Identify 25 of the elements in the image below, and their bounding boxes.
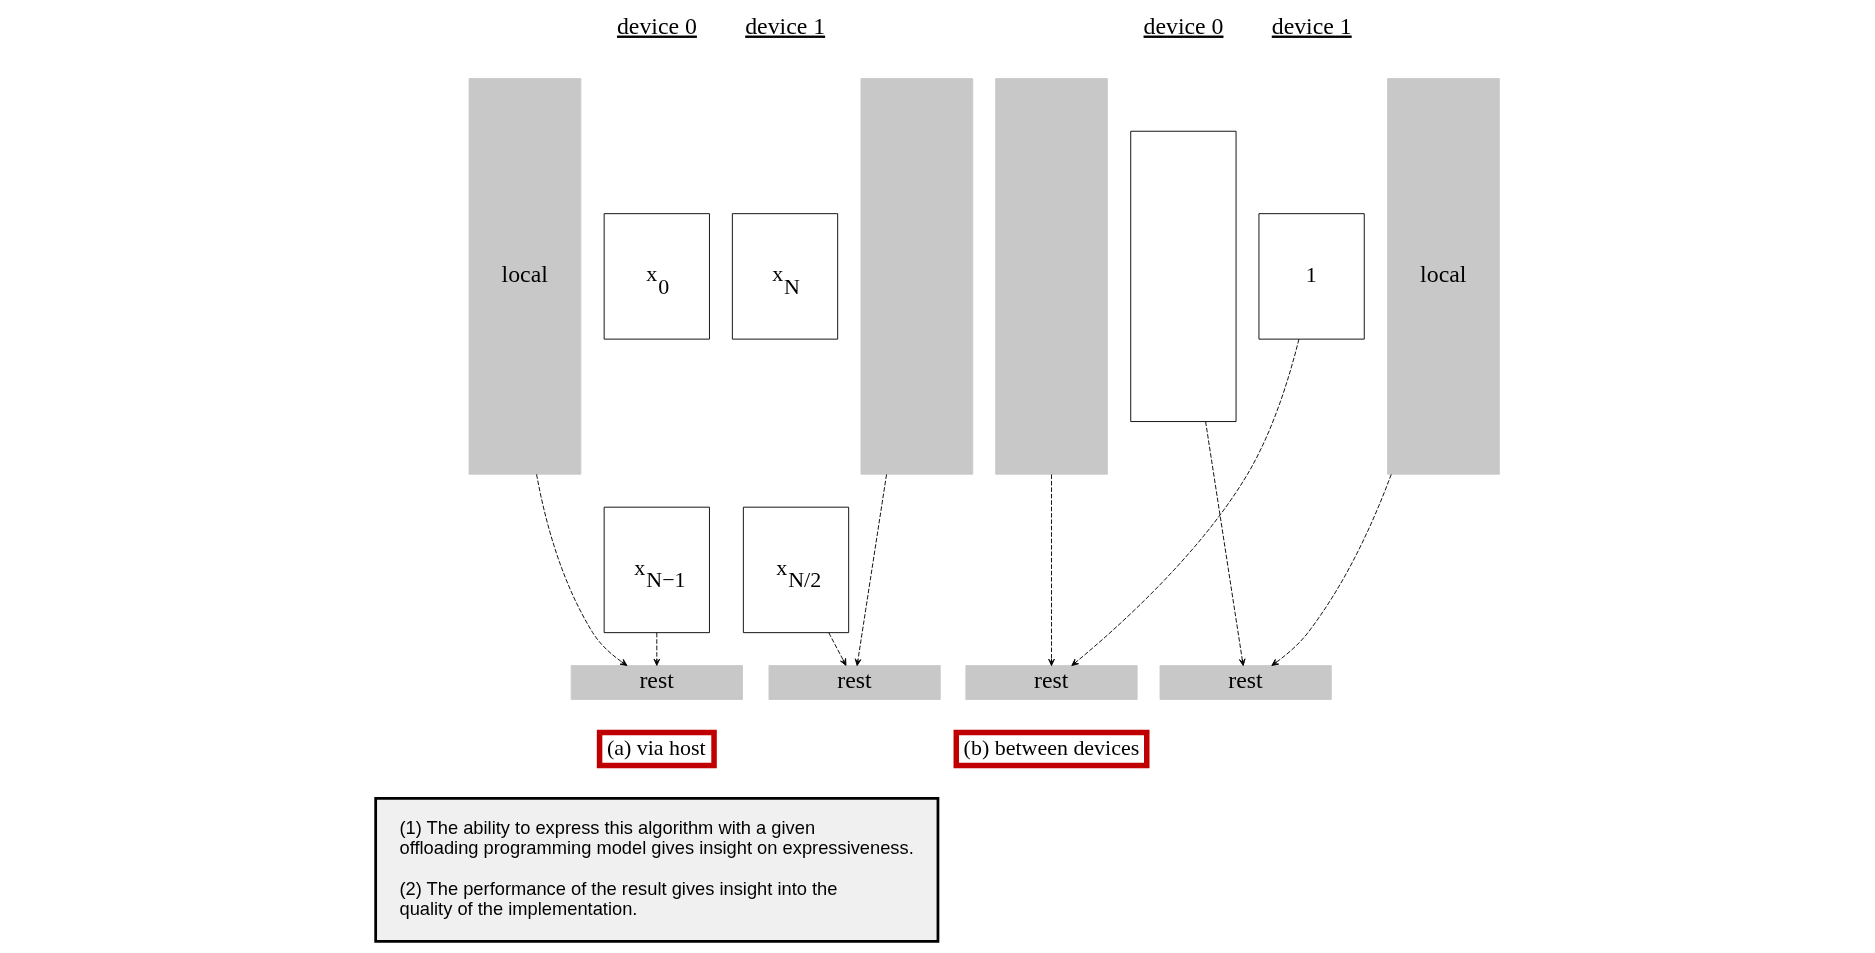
node-box: rest: [570, 665, 743, 700]
arrow: [1048, 474, 1055, 666]
node-box: (1) The ability to express this algorithm with a given offloading programming model gives insight on expressiveness. (2) The performance of the result gives insight into the quality of the implementation.: [374, 797, 940, 943]
node-box: (a) via host: [596, 729, 717, 769]
label: device 0: [616, 12, 697, 39]
node-box: rest: [768, 665, 941, 700]
arrow: [1205, 421, 1246, 666]
node-bar: [995, 78, 1108, 475]
label: device 0: [1143, 12, 1224, 39]
node-box: local: [1387, 78, 1500, 475]
arrow: [854, 474, 887, 666]
node-box: local: [468, 78, 582, 475]
node-box: rest: [965, 665, 1138, 700]
node-box: rest: [1159, 665, 1332, 700]
label: device 1: [1271, 12, 1352, 39]
arrow: [536, 473, 628, 666]
label: device 1: [745, 12, 826, 39]
arrow: [1071, 338, 1300, 667]
node-box: (b) between devices: [953, 729, 1150, 769]
node-bar: [860, 78, 974, 475]
arrow: [828, 632, 847, 666]
arrow: [653, 632, 661, 666]
node-box: [1130, 130, 1237, 422]
node-box: 1: [1258, 213, 1365, 340]
arrow: [1271, 473, 1392, 666]
